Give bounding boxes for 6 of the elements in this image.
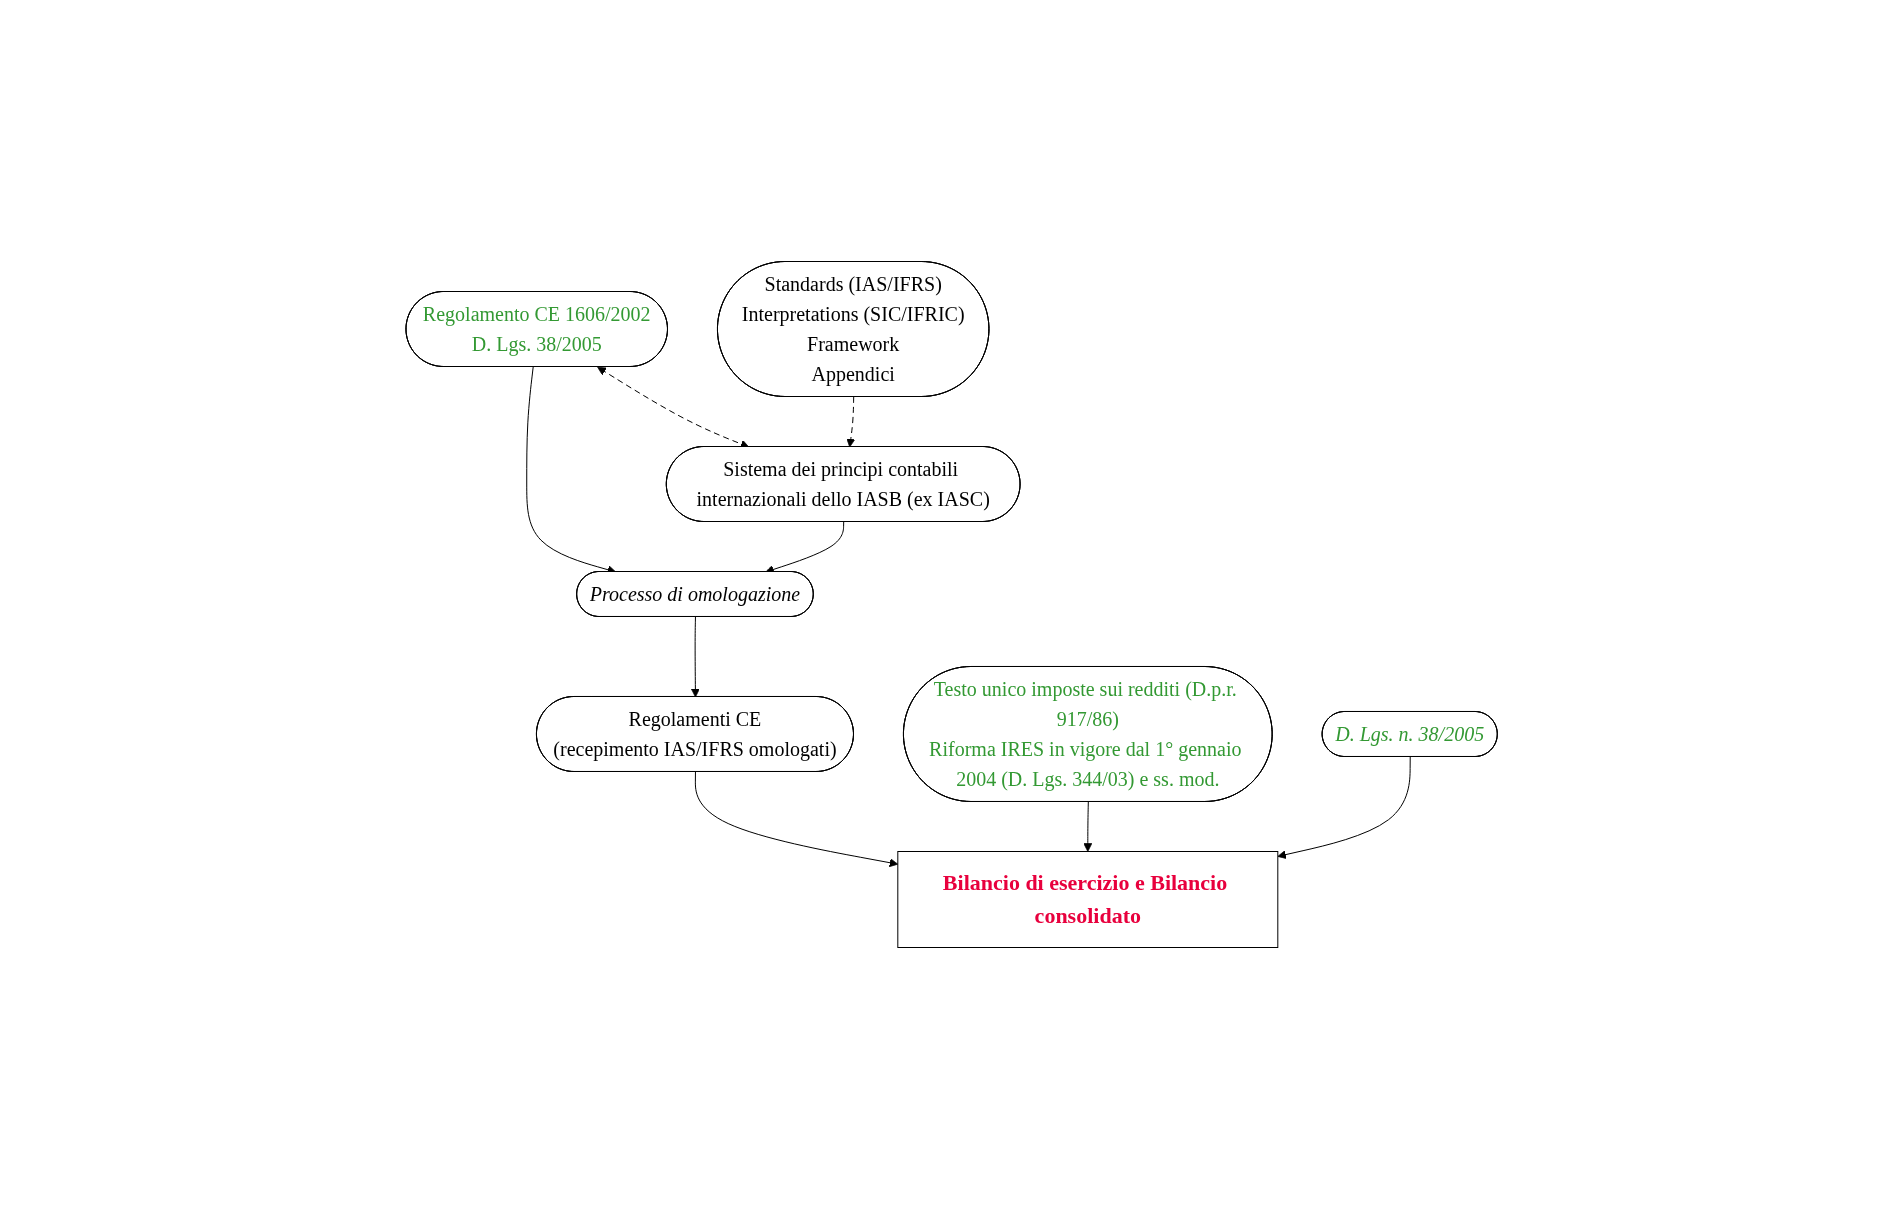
arrow xyxy=(694,771,899,868)
arrow xyxy=(690,616,700,698)
arrow xyxy=(1083,801,1093,852)
arrow xyxy=(1277,756,1411,859)
node-box: Bilancio di esercizio e Bilancio consolidato xyxy=(897,851,1279,948)
arrow xyxy=(846,396,855,448)
